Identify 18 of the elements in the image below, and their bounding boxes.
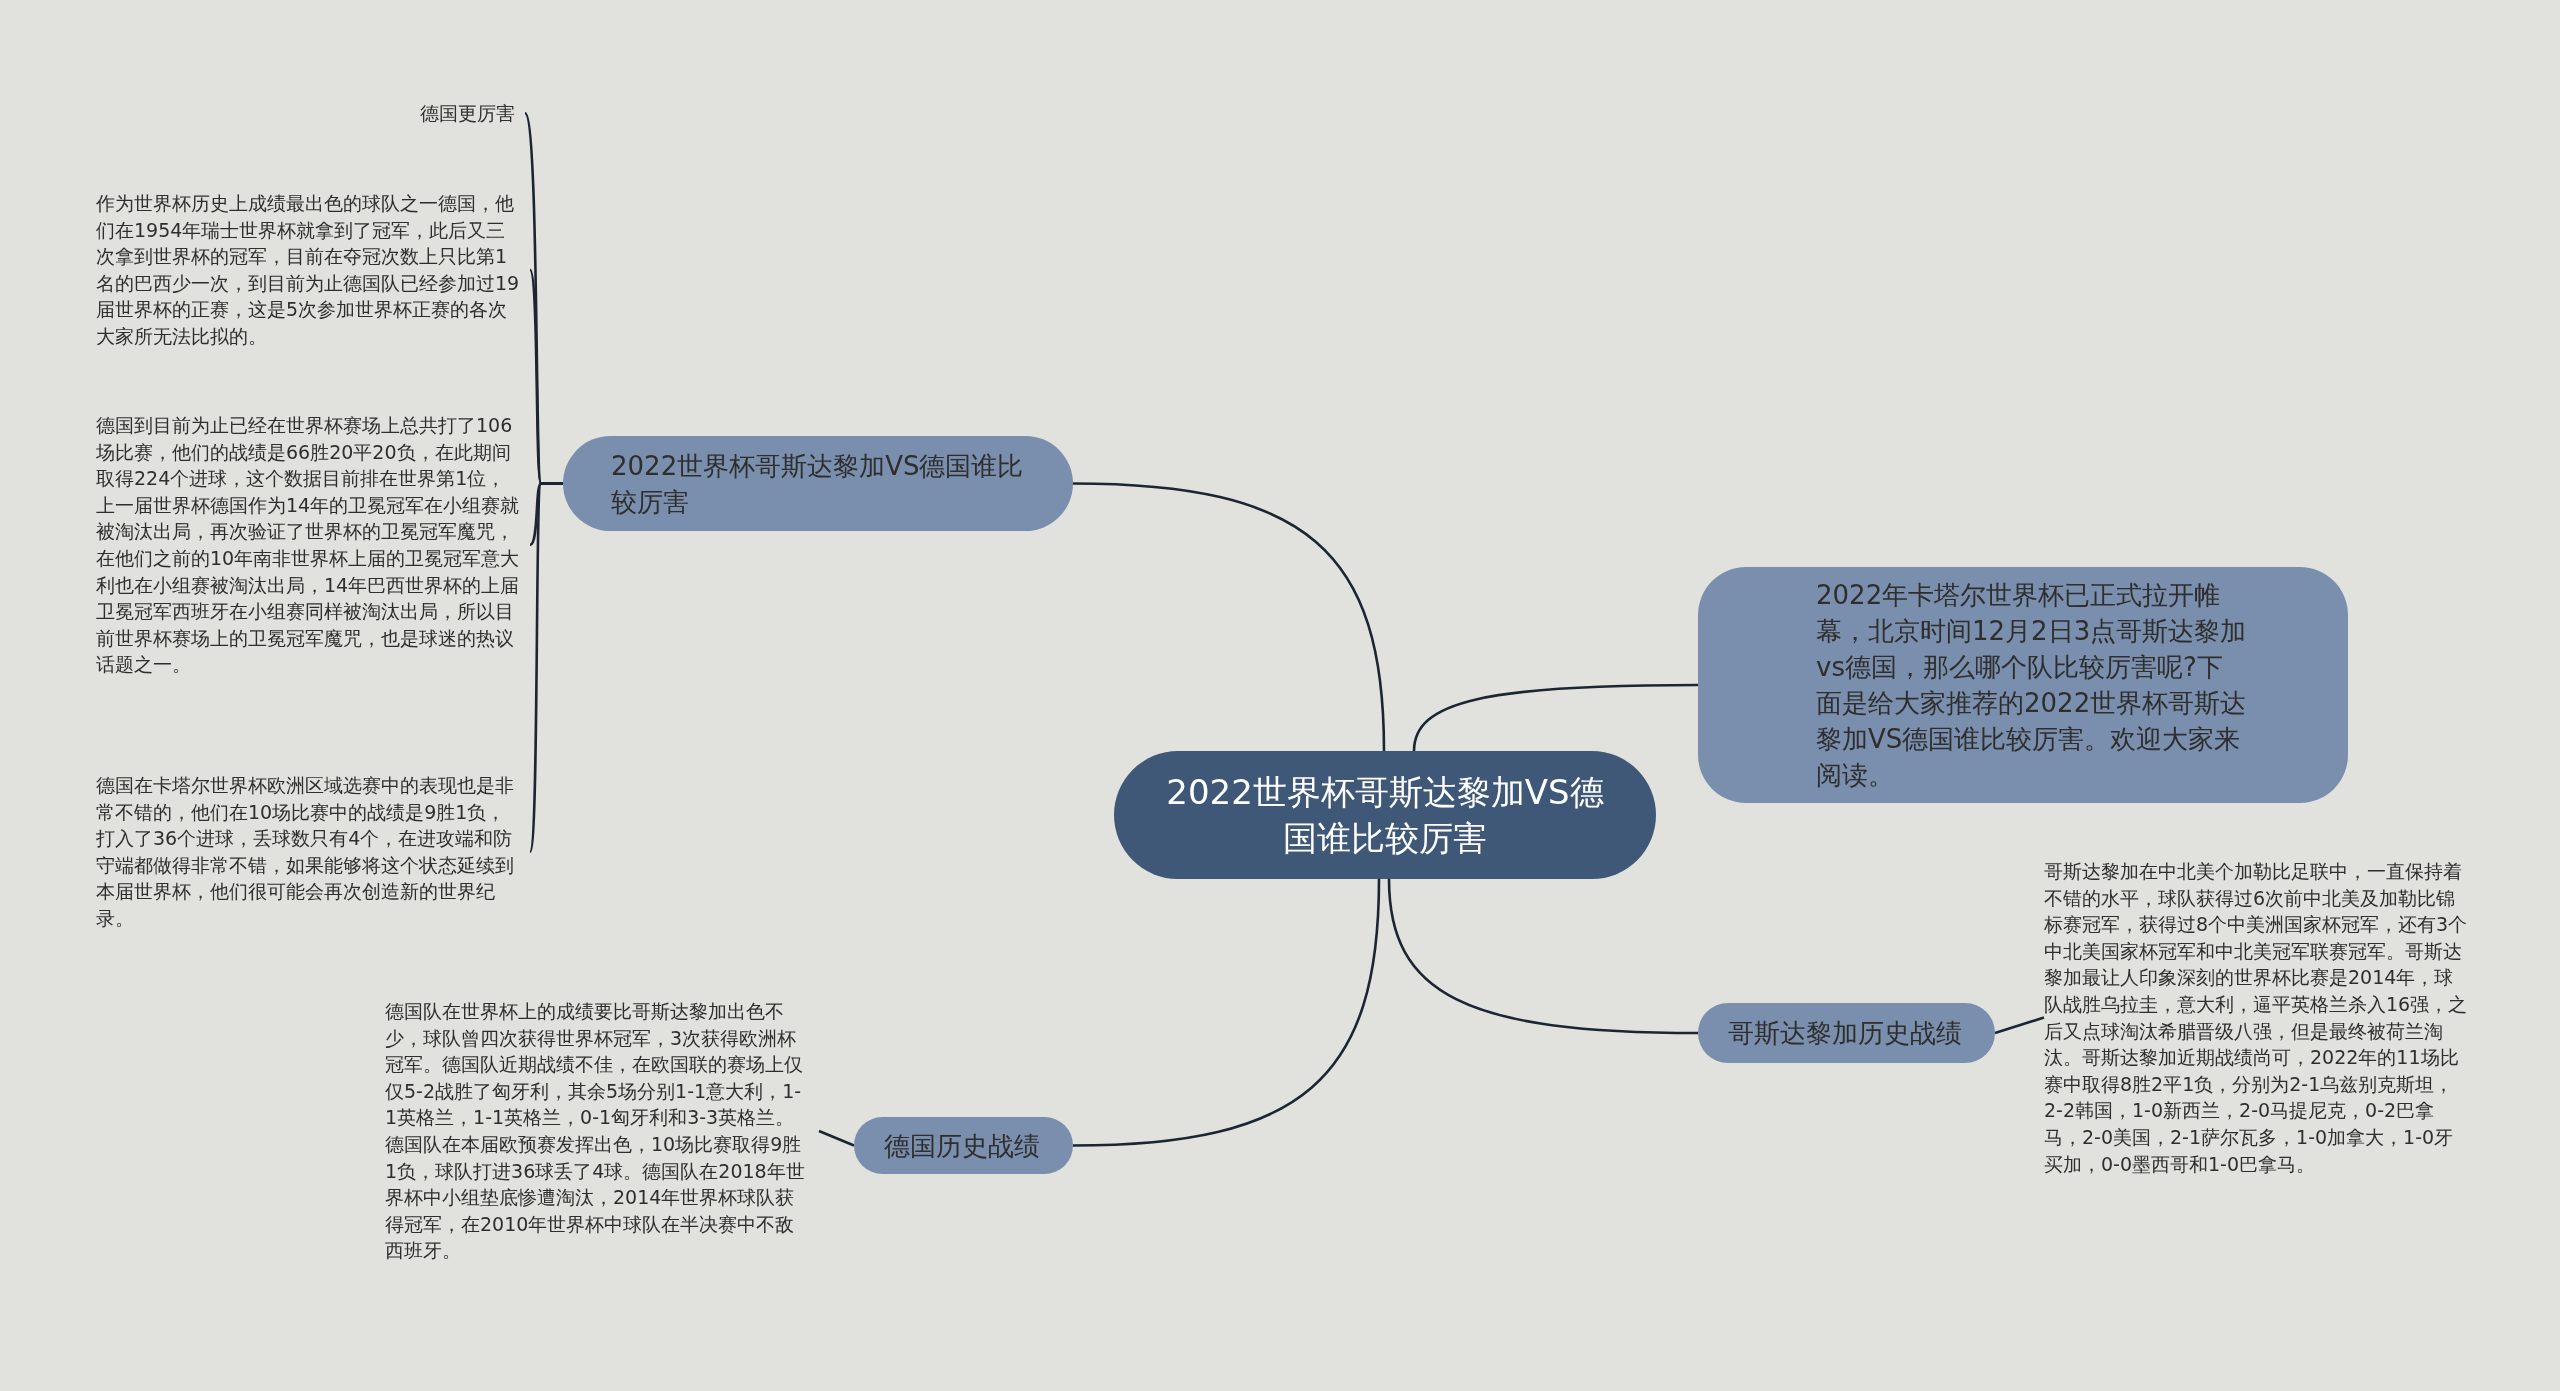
connector-line [528, 482, 563, 853]
central-topic: 2022世界杯哥斯达黎加VS德国谁比较厉害 [1114, 751, 1656, 879]
topic-bubble: 哥斯达黎加历史战绩 [1698, 1003, 1995, 1063]
note-text: 德国更厉害 [380, 100, 515, 127]
topic-bubble: 2022世界杯哥斯达黎加VS德国谁比较厉害 [563, 436, 1073, 531]
note-text: 德国队在世界杯上的成绩要比哥斯达黎加出色不少，球队曾四次获得世界杯冠军，3次获得欧洲杯冠军。德国队近期战绩不佳，在欧国联的赛场上仅仅5-2战胜了匈牙利，其余5场分别1-1意大利，1-1英格兰，1-1英格兰，0-1匈牙利和3-3英格兰。德国队在本届欧预赛发挥出色，10场比赛取得9胜1负，球队打进36球丢了4球。德国队在2018年世界杯中小组垫底惨遭淘汰，2014年世界杯球队获得冠军，在2010年世界杯中球队在半决赛中不敌西班牙。 [385, 998, 809, 1264]
note-text: 哥斯达黎加在中北美个加勒比足联中，一直保持着不错的水平，球队获得过6次前中北美及加勒比锦标赛冠军，获得过8个中美洲国家杯冠军，还有3个中北美国家杯冠军和中北美冠军联赛冠军。哥斯达黎加最让人印象深刻的世界杯比赛是2014年，球队战胜乌拉圭，意大利，逼平英格兰杀入16强，之后又点球淘汰希腊晋级八强，但是最终被荷兰淘汰。哥斯达黎加近期战绩尚可，2022年的11场比赛中取得8胜2平1负，分别为2-1乌兹别克斯坦，2-2韩国，1-0新西兰，2-0马提尼克，0-2巴拿马，2-0美国，2-1萨尔瓦多，1-0加拿大，1-0牙买加，0-0墨西哥和1-0巴拿马。 [2044, 858, 2468, 1178]
connector-line [1072, 878, 1381, 1147]
topic-bubble: 德国历史战绩 [854, 1117, 1073, 1174]
connector-line [1994, 1016, 2045, 1035]
connector-line [1387, 878, 1698, 1035]
connector-line [1412, 683, 1698, 752]
connector-line [1072, 482, 1386, 752]
connector-line [818, 1129, 855, 1147]
note-text: 德国到目前为止已经在世界杯赛场上总共打了106场比赛，他们的战绩是66胜20平20负，在此期间取得224个进球，这个数据目前排在世界第1位，上一届世界杯德国作为14年的卫冕冠军在小组赛就被淘汰出局，再次验证了世界杯的卫冕冠军魔咒，在他们之前的10年南非世界杯上届的卫冕冠军意大利也在小组赛被淘汰出局，14年巴西世界杯的上届卫冕冠军西班牙在小组赛同样被淘汰出局，所以目前世界杯赛场上的卫冕冠军魔咒，也是球迷的热议话题之一。 [96, 412, 520, 678]
note-text: 德国在卡塔尔世界杯欧洲区域选赛中的表现也是非常不错的，他们在10场比赛中的战绩是9胜1负，打入了36个进球，丢球数只有4个，在进攻端和防守端都做得非常不错，如果能够将这个状态延续到本届世界杯，他们很可能会再次创造新的世界纪录。 [96, 772, 520, 932]
note-text: 作为世界杯历史上成绩最出色的球队之一德国，他们在1954年瑞士世界杯就拿到了冠军，此后又三次拿到世界杯的冠军，目前在夺冠次数上只比第1名的巴西少一次，到目前为止德国队已经参加过19届世界杯的正赛，这是5次参加世界杯正赛的各次大家所无法比拟的。 [96, 190, 520, 350]
topic-bubble: 2022年卡塔尔世界杯已正式拉开帷幕，北京时间12月2日3点哥斯达黎加vs德国，那么哪个队比较厉害呢?下面是给大家推荐的2022世界杯哥斯达黎加VS德国谁比较厉害。欢迎大家来阅读。 [1698, 567, 2348, 803]
